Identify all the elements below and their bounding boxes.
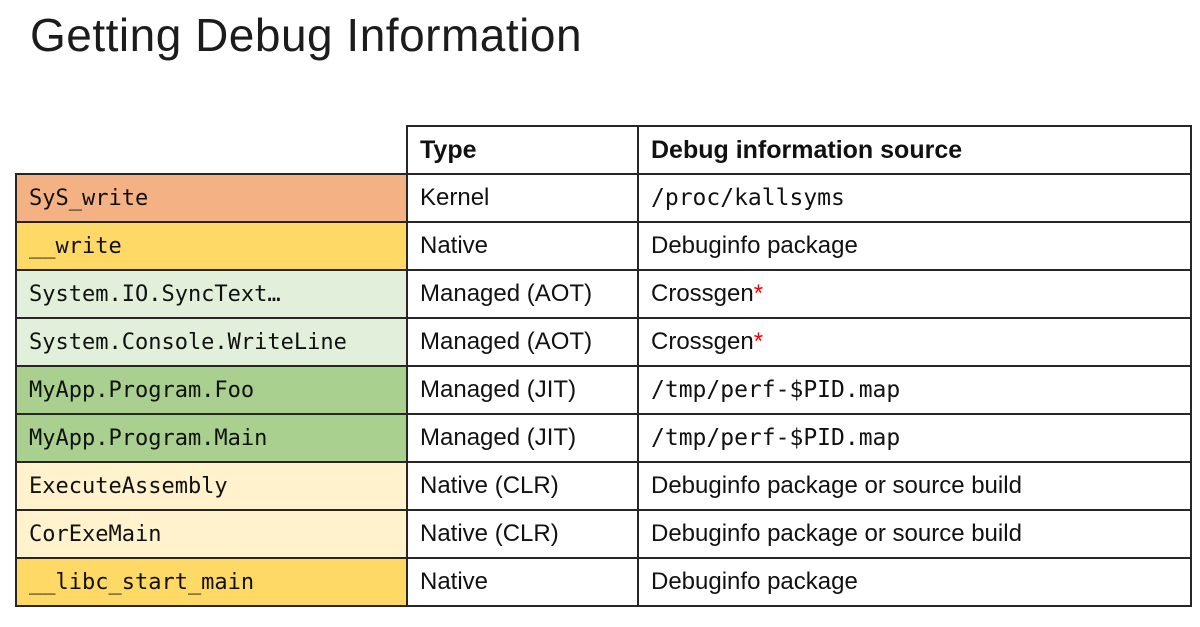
symbol-cell: SyS_write (15, 173, 408, 223)
table-row: ExecuteAssembly Native (CLR) Debuginfo p… (15, 461, 1192, 511)
footnote-asterisk: * (753, 280, 764, 307)
table-header-row: Type Debug information source (16, 125, 1192, 175)
type-cell: Native (406, 221, 639, 271)
source-cell: Crossgen* (637, 269, 1192, 319)
header-cell-type: Type (406, 125, 639, 175)
type-cell: Native (CLR) (406, 509, 639, 559)
source-cell: /proc/kallsyms (637, 173, 1192, 223)
symbol-cell: CorExeMain (15, 509, 408, 559)
table-row: CorExeMain Native (CLR) Debuginfo packag… (15, 509, 1192, 559)
type-cell: Native (406, 557, 639, 607)
source-text: Crossgen (651, 328, 754, 355)
source-cell: Debuginfo package or source build (637, 461, 1192, 511)
symbol-cell: System.IO.SyncText… (15, 269, 408, 319)
source-cell: Debuginfo package (637, 221, 1192, 271)
footnote-asterisk: * (753, 328, 764, 355)
type-cell: Managed (JIT) (406, 365, 639, 415)
table-row: MyApp.Program.Foo Managed (JIT) /tmp/per… (15, 365, 1192, 415)
symbol-cell: ExecuteAssembly (15, 461, 408, 511)
table-row: System.Console.WriteLine Managed (AOT) C… (15, 317, 1192, 367)
symbol-cell: __libc_start_main (15, 557, 408, 607)
type-cell: Native (CLR) (406, 461, 639, 511)
source-cell: Crossgen* (637, 317, 1192, 367)
debug-info-table: Type Debug information source SyS_write … (15, 125, 1192, 607)
source-cell: Debuginfo package or source build (637, 509, 1192, 559)
table-row: __libc_start_main Native Debuginfo packa… (15, 557, 1192, 607)
symbol-cell: MyApp.Program.Foo (15, 365, 408, 415)
source-cell: Debuginfo package (637, 557, 1192, 607)
type-cell: Kernel (406, 173, 639, 223)
page-title: Getting Debug Information (30, 9, 583, 61)
symbol-cell: MyApp.Program.Main (15, 413, 408, 463)
table-row: SyS_write Kernel /proc/kallsyms (15, 173, 1192, 223)
source-cell: /tmp/perf-$PID.map (637, 413, 1192, 463)
type-cell: Managed (JIT) (406, 413, 639, 463)
source-cell: /tmp/perf-$PID.map (637, 365, 1192, 415)
type-cell: Managed (AOT) (406, 317, 639, 367)
symbol-cell: System.Console.WriteLine (15, 317, 408, 367)
table-row: System.IO.SyncText… Managed (AOT) Crossg… (15, 269, 1192, 319)
table-row: MyApp.Program.Main Managed (JIT) /tmp/pe… (15, 413, 1192, 463)
table-row: __write Native Debuginfo package (15, 221, 1192, 271)
source-text: Crossgen (651, 280, 754, 307)
header-cell-blank (16, 126, 407, 174)
header-cell-source: Debug information source (637, 125, 1192, 175)
symbol-cell: __write (15, 221, 408, 271)
type-cell: Managed (AOT) (406, 269, 639, 319)
